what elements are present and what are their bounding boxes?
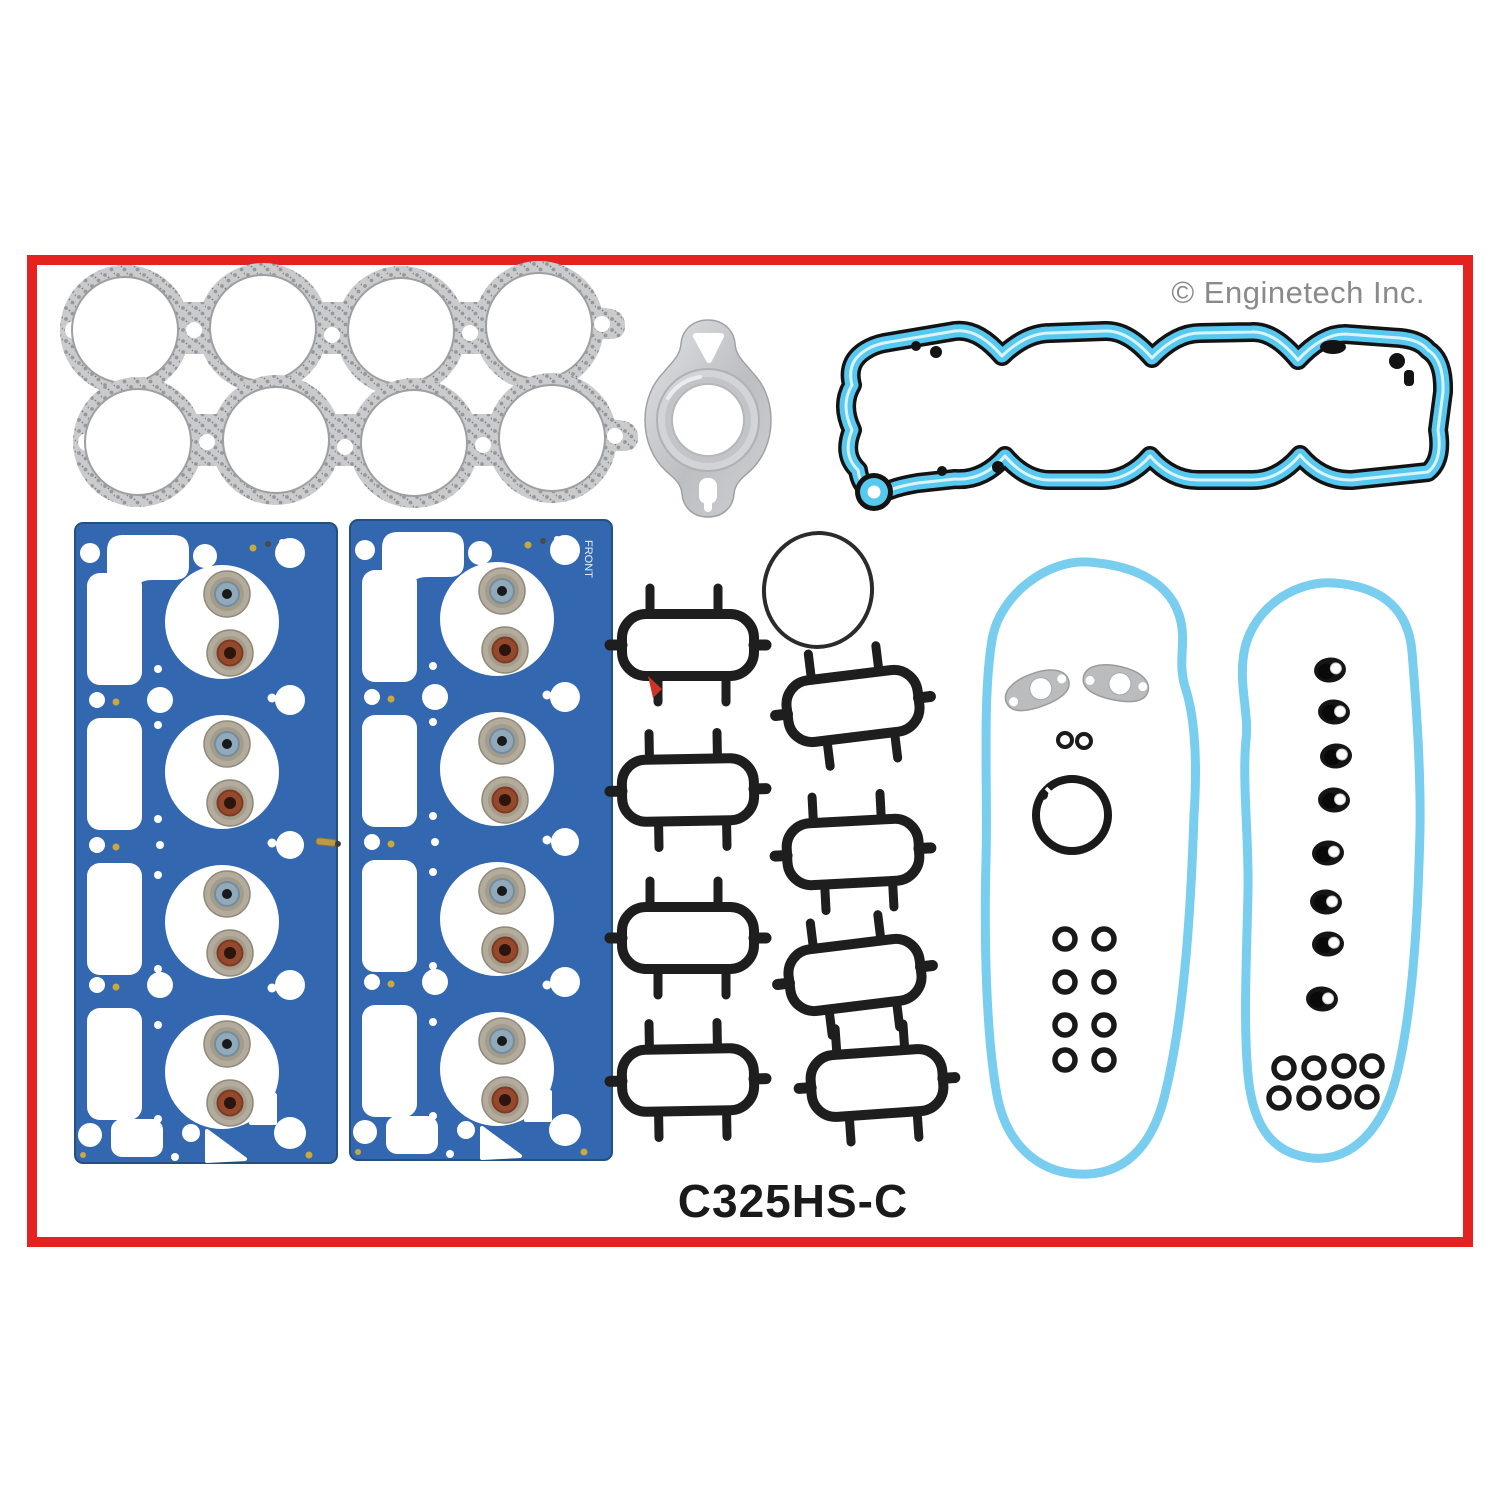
head-gasket-right xyxy=(350,520,612,1160)
egr-slot-hole xyxy=(699,478,717,504)
retaining-ring xyxy=(1032,775,1112,855)
red-mark xyxy=(648,676,662,698)
valve-cover-gasket-left xyxy=(980,557,1200,1179)
watermark-text: © Enginetech Inc. xyxy=(1171,275,1425,310)
part-number-text: C325HS-C xyxy=(678,1175,908,1227)
valve-cover-gasket-right xyxy=(1237,578,1425,1163)
head-gaskets: FRONT xyxy=(75,520,612,1163)
valve-cover-gasket-left-group xyxy=(980,557,1200,1179)
valley-pan-gasket xyxy=(836,320,1454,511)
front-label: FRONT xyxy=(582,540,594,578)
alignment-pin xyxy=(315,837,341,847)
valve-cover-gasket-right-group xyxy=(1237,578,1425,1163)
intake-port-gaskets xyxy=(609,588,959,1145)
egr-port-hole xyxy=(671,383,745,457)
large-o-ring xyxy=(761,531,875,649)
head-gasket-left xyxy=(75,523,337,1163)
valley-gasket-bolt-ring xyxy=(855,473,893,511)
egr-triangle-hole xyxy=(693,333,724,363)
egr-flange-gasket xyxy=(644,319,772,518)
